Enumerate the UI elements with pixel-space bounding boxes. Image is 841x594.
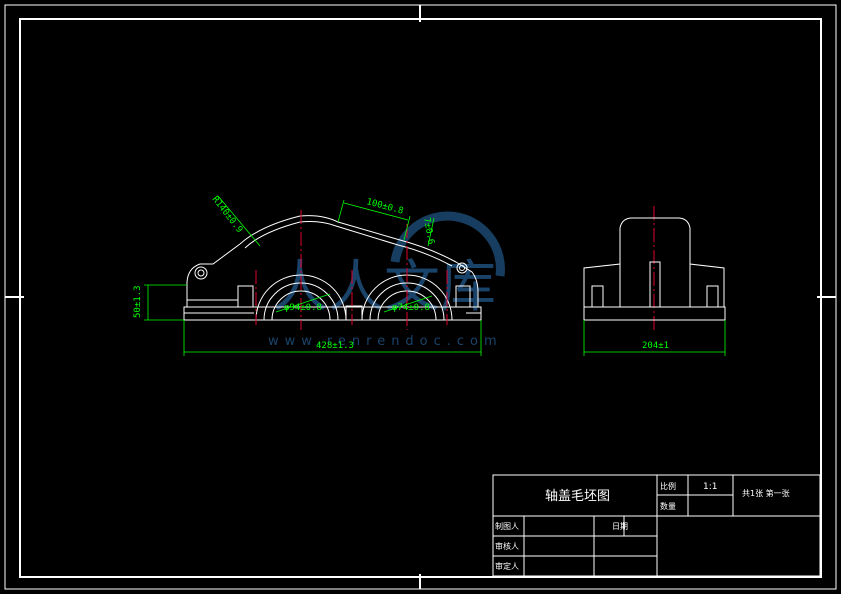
watermark-arc-icon bbox=[390, 211, 505, 277]
watermark-logo-text: 人人文库 bbox=[272, 255, 496, 320]
dim-small-height: 7±0.6 bbox=[421, 217, 436, 245]
title-drawing-name: 轴盖毛坯图 bbox=[545, 489, 610, 504]
dim-total-length: 428±1.3 bbox=[316, 341, 354, 351]
watermark: 人人文库 www.renrendoc.com bbox=[268, 211, 505, 349]
dim-radius: R140±0.9 bbox=[210, 195, 245, 235]
side-view bbox=[583, 217, 726, 321]
front-view bbox=[183, 215, 482, 321]
title-checker-label: 审核人 bbox=[495, 541, 519, 551]
title-scale-value: 1:1 bbox=[703, 482, 717, 492]
centering-marks bbox=[5, 5, 836, 589]
title-approver-label: 审定人 bbox=[495, 561, 519, 571]
centerlines bbox=[255, 206, 655, 330]
title-scale-label: 比例 bbox=[660, 481, 676, 491]
dim-bore-large: φ94±0.8 bbox=[284, 303, 322, 313]
dim-bore-small: φ74±0.8 bbox=[392, 303, 430, 313]
dim-left-height: 50±1.3 bbox=[133, 285, 143, 318]
title-quantity-label: 数量 bbox=[660, 501, 676, 511]
title-date-label: 日期 bbox=[612, 522, 628, 531]
title-drawing-no: 共1张 第一张 bbox=[742, 488, 790, 498]
title-designer-label: 制图人 bbox=[495, 521, 519, 531]
dim-side-width: 204±1 bbox=[642, 341, 669, 351]
watermark-url: www.renrendoc.com bbox=[268, 334, 503, 349]
title-block: 轴盖毛坯图 比例 1:1 数量 共1张 第一张 制图人 日期 审核人 审定人 bbox=[492, 474, 821, 577]
